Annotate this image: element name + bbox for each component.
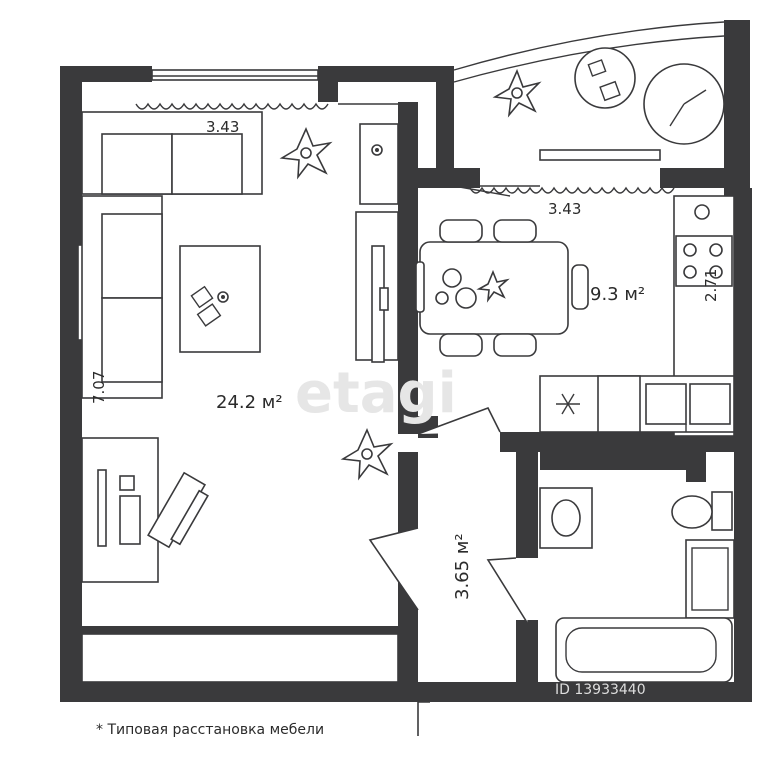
sofa [81,111,263,399]
office-chair [147,471,209,549]
living-plant-icon-1 [279,126,333,180]
kitchen-area: 9.3 м² [590,284,645,305]
kitchen-depth-dim: 2.71 [702,269,720,302]
desk [81,437,159,583]
living-depth-dim: 7.07 [90,371,108,404]
living-plant-icon-2 [340,427,394,481]
wardrobe [359,123,399,205]
dining-table [415,219,589,357]
tv-stand [355,211,399,363]
balcony [453,21,725,187]
bathtub [555,617,733,683]
balcony-plant-icon [492,68,542,118]
bathroom [539,487,735,683]
living-width-dim: 3.43 [206,118,239,136]
living-room [81,111,399,583]
kitchen-width-dim: 3.43 [548,200,581,218]
listing-id: ID 13933440 [555,682,646,698]
kitchen [415,195,735,437]
hall-doors [368,407,529,736]
living-area: 24.2 м² [216,392,283,413]
kitchen-counter [539,195,735,437]
washing-machine [539,487,593,549]
balcony-table [574,47,636,109]
curtains [135,102,675,197]
windows [77,69,661,683]
snowflake-icon [556,393,580,415]
hall-area: 3.65 м² [452,533,473,600]
watermark: etagi [295,361,457,426]
sink [685,539,735,619]
toilet [671,491,733,531]
coffee-table [179,245,261,353]
furniture-note: * Типовая расстановка мебели [96,722,325,738]
